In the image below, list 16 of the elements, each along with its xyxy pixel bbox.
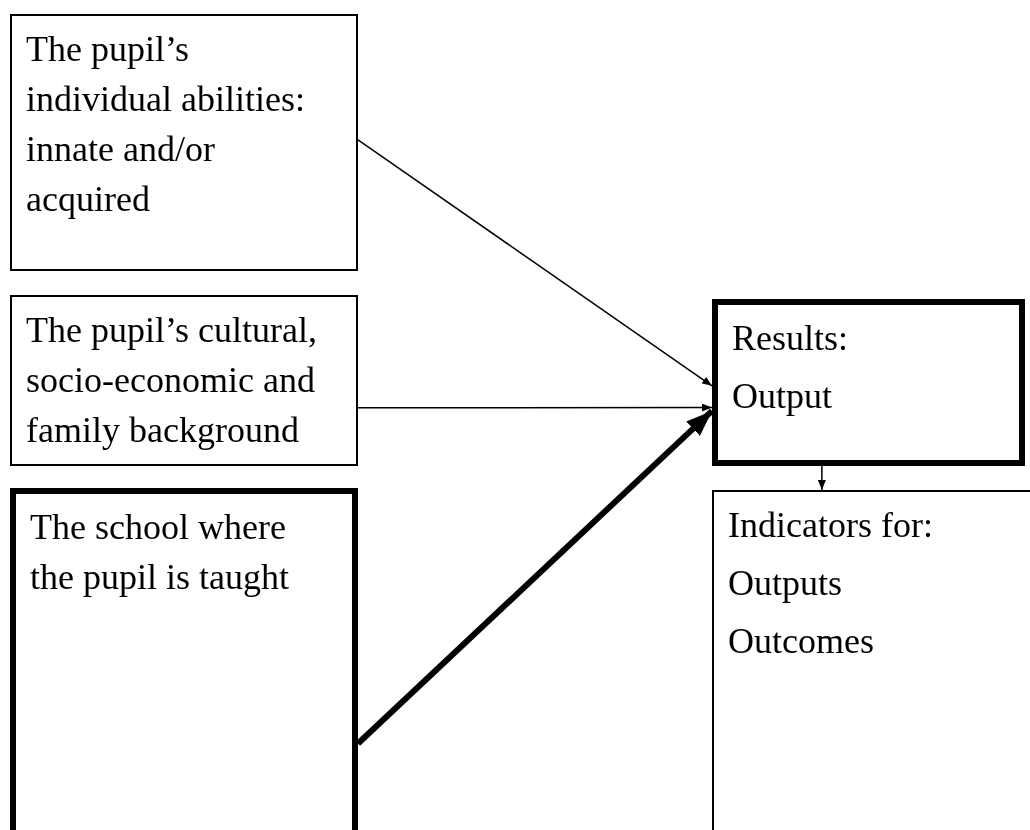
box-text: The school where the pupil is taught xyxy=(30,506,290,599)
text-box xyxy=(712,490,1030,830)
box-text: Output xyxy=(732,375,833,418)
arrow xyxy=(357,403,713,412)
heading-text: Indicators for: xyxy=(728,504,934,547)
text-box xyxy=(10,295,358,466)
arrow xyxy=(817,465,826,491)
box-text: The pupil’s individual abilities: innate and/or acquired xyxy=(26,28,306,221)
text-box xyxy=(10,14,358,271)
box-text: The pupil’s cultural, socio-economic and family background xyxy=(26,309,318,452)
heading-text: Results: xyxy=(732,317,849,360)
arrow xyxy=(357,139,713,387)
box-text: Outputs xyxy=(728,562,843,605)
box-text: Outcomes xyxy=(728,620,875,663)
text-box xyxy=(712,299,1025,466)
text-box xyxy=(10,488,358,830)
